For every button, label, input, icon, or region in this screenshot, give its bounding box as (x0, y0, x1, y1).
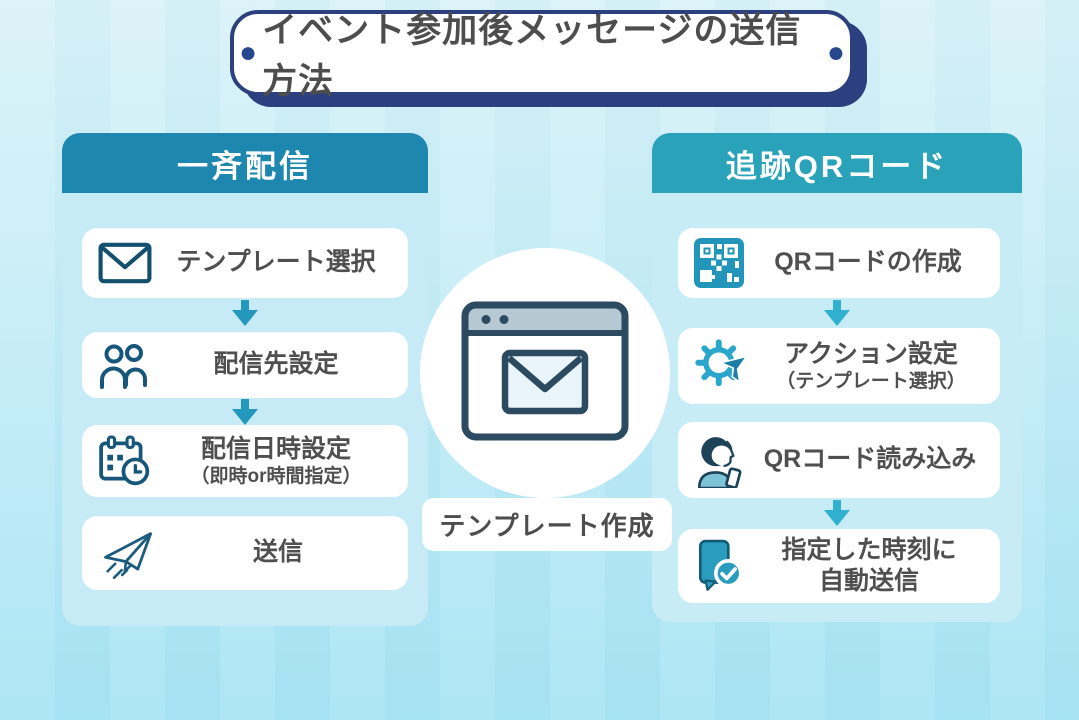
down-arrow-icon (824, 300, 850, 326)
step-label: 指定した時刻に (781, 535, 957, 564)
envelope-icon (98, 242, 152, 284)
step-label: QRコードの作成 (774, 248, 962, 277)
down-arrow-icon (232, 300, 258, 326)
bullet-icon: ● (826, 36, 845, 69)
down-arrow-icon (824, 500, 850, 526)
title-banner: ● イベント参加後メッセージの送信方法 ● (230, 10, 854, 101)
step-label: 送信 (252, 538, 303, 567)
step-label-group: アクション設定 （テンプレート選択） (758, 339, 984, 394)
broadcast-column: 一斉配信 テンプレート選択 配信先設定 (62, 133, 428, 626)
step-label: QRコード読み込み (763, 445, 977, 474)
step-label: 配信先設定 (213, 350, 339, 379)
step-card-recipients: 配信先設定 (82, 332, 408, 398)
browser-mail-icon (461, 301, 629, 446)
step-sublabel: （即時or時間指定） (190, 465, 362, 487)
calendar-clock-icon (98, 435, 152, 487)
broadcast-column-header: 一斉配信 (62, 133, 428, 193)
qr-code-icon (694, 238, 744, 288)
gear-funnel-icon (694, 338, 750, 394)
step-card-schedule: 配信日時設定 （即時or時間指定） (82, 425, 408, 497)
step-label-group: 指定した時刻に 自動送信 (754, 535, 984, 598)
person-phone-icon (694, 432, 748, 488)
step-card-create-qr: QRコードの作成 (678, 228, 1000, 298)
tracking-qr-column-panel: QRコードの作成 (652, 193, 1022, 622)
step-label: 配信日時設定 (200, 434, 351, 463)
phone-check-icon (694, 539, 746, 593)
step-card-send: 送信 (82, 516, 408, 590)
step-label: アクション設定 (784, 339, 958, 368)
template-creation-circle (420, 248, 670, 498)
step-card-template-select: テンプレート選択 (82, 228, 408, 298)
paper-plane-icon (98, 525, 156, 581)
tracking-qr-column: 追跡QRコード (652, 133, 1022, 622)
people-icon (98, 341, 152, 389)
step-card-scan-qr: QRコード読み込み (678, 422, 1000, 498)
broadcast-column-panel: テンプレート選択 配信先設定 (62, 193, 428, 626)
down-arrow-icon (232, 399, 258, 425)
tracking-qr-column-header: 追跡QRコード (652, 133, 1022, 193)
step-card-action-setting: アクション設定 （テンプレート選択） (678, 328, 1000, 404)
step-label-group: 配信日時設定 （即時or時間指定） (160, 434, 392, 489)
bullet-icon: ● (239, 36, 258, 69)
step-label: テンプレート選択 (176, 248, 376, 277)
step-label-line2: 自動送信 (818, 567, 919, 595)
template-creation-label: テンプレート作成 (422, 498, 672, 551)
page-title: イベント参加後メッセージの送信方法 (262, 11, 802, 101)
step-sublabel: （テンプレート選択） (776, 370, 966, 392)
step-card-auto-send: 指定した時刻に 自動送信 (678, 529, 1000, 603)
